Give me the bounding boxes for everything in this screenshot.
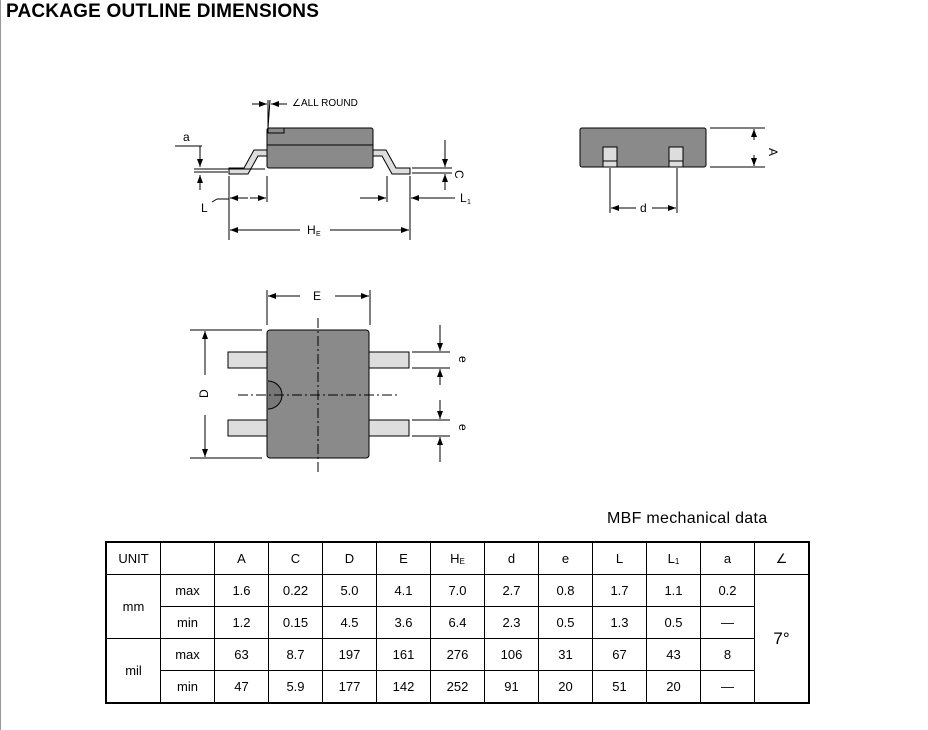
page-border — [0, 0, 1, 730]
value-cell: 8 — [700, 638, 755, 671]
value-cell: 4.1 — [376, 574, 431, 607]
dim-e-label-1: e — [456, 356, 470, 363]
value-cell: 0.2 — [700, 574, 755, 607]
dim-L1-subscript: 1 — [467, 199, 471, 206]
dim-E-label: E — [313, 289, 321, 303]
value-cell: 276 — [430, 638, 485, 671]
header-L1: L1 — [646, 541, 701, 575]
header-a: a — [700, 541, 755, 575]
table-header-row: UNIT A C D E HE d e L L1 a ∠ — [105, 541, 810, 575]
package-outline-diagram: ∠ALL ROUND a L H E C L 1 A d E D e e — [175, 98, 780, 475]
header-HE-sub: E — [459, 557, 465, 566]
value-cell: 161 — [376, 638, 431, 671]
header-HE: HE — [430, 541, 485, 575]
header-angle: ∠ — [754, 541, 810, 575]
value-cell: 5.0 — [322, 574, 377, 607]
row-label: min — [160, 606, 215, 639]
header-L1-main: L — [667, 551, 675, 566]
value-cell: 31 — [538, 638, 593, 671]
value-cell: 7.0 — [430, 574, 485, 607]
value-cell: 47 — [214, 670, 269, 704]
angle-cell: 7° — [754, 574, 810, 704]
header-e: e — [538, 541, 593, 575]
value-cell: 91 — [484, 670, 539, 704]
value-cell: 20 — [646, 670, 701, 704]
value-cell: 1.3 — [592, 606, 647, 639]
page-title: PACKAGE OUTLINE DIMENSIONS — [6, 1, 320, 22]
unit-cell: mil — [105, 638, 161, 704]
dim-d-label: d — [640, 201, 647, 215]
value-cell: 2.7 — [484, 574, 539, 607]
header-A: A — [214, 541, 269, 575]
side-view — [175, 99, 455, 240]
all-round-label: ∠ALL ROUND — [292, 98, 358, 109]
header-d: d — [484, 541, 539, 575]
table-caption: MBF mechanical data — [607, 510, 768, 527]
value-cell: 0.5 — [538, 606, 593, 639]
dim-L1-label: L — [460, 191, 467, 205]
end-view — [579, 127, 765, 213]
value-cell: 43 — [646, 638, 701, 671]
header-blank — [160, 541, 215, 575]
dim-a-label: a — [183, 130, 190, 144]
value-cell: 1.7 — [592, 574, 647, 607]
value-cell: — — [700, 606, 755, 639]
value-cell: 1.1 — [646, 574, 701, 607]
dim-A-label: A — [766, 148, 780, 156]
value-cell: 1.6 — [214, 574, 269, 607]
dim-HE-label: H — [307, 223, 316, 237]
value-cell: 3.6 — [376, 606, 431, 639]
dim-D-label: D — [197, 389, 211, 398]
value-cell: 0.5 — [646, 606, 701, 639]
value-cell: 197 — [322, 638, 377, 671]
value-cell: 106 — [484, 638, 539, 671]
row-label: max — [160, 574, 215, 607]
header-HE-main: H — [450, 551, 460, 566]
dim-HE-subscript: E — [316, 231, 321, 238]
unit-cell: mm — [105, 574, 161, 639]
value-cell: 6.4 — [430, 606, 485, 639]
dim-e-label-2: e — [456, 424, 470, 431]
top-view — [190, 290, 450, 475]
value-cell: 1.2 — [214, 606, 269, 639]
value-cell: 5.9 — [268, 670, 323, 704]
value-cell: 142 — [376, 670, 431, 704]
header-E: E — [376, 541, 431, 575]
value-cell: — — [700, 670, 755, 704]
value-cell: 252 — [430, 670, 485, 704]
dim-C-label: C — [452, 170, 466, 179]
header-D: D — [322, 541, 377, 575]
dim-L-label: L — [201, 201, 208, 215]
header-unit: UNIT — [105, 541, 161, 575]
value-cell: 67 — [592, 638, 647, 671]
header-L1-sub: 1 — [674, 557, 680, 566]
value-cell: 177 — [322, 670, 377, 704]
value-cell: 2.3 — [484, 606, 539, 639]
header-L: L — [592, 541, 647, 575]
value-cell: 0.8 — [538, 574, 593, 607]
header-C: C — [268, 541, 323, 575]
value-cell: 8.7 — [268, 638, 323, 671]
value-cell: 20 — [538, 670, 593, 704]
row-label: min — [160, 670, 215, 704]
row-label: max — [160, 638, 215, 671]
value-cell: 51 — [592, 670, 647, 704]
value-cell: 4.5 — [322, 606, 377, 639]
value-cell: 0.15 — [268, 606, 323, 639]
value-cell: 63 — [214, 638, 269, 671]
value-cell: 0.22 — [268, 574, 323, 607]
